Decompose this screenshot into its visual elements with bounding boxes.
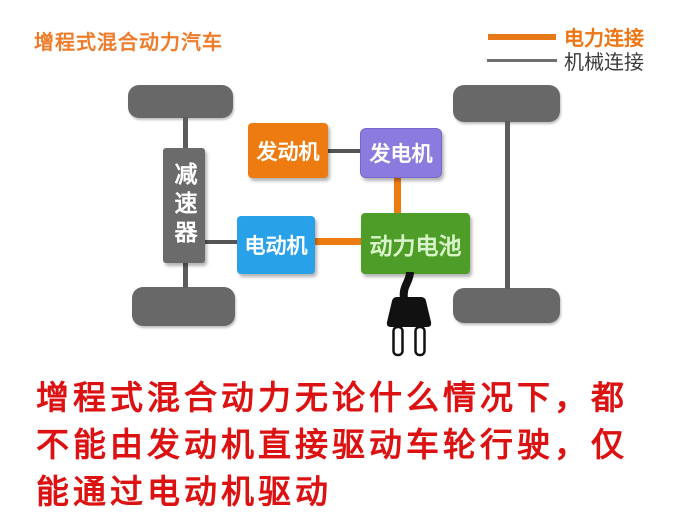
wheel-front-left — [128, 85, 233, 118]
motor-box: 电动机 — [237, 216, 315, 274]
axle-left-upper — [183, 117, 188, 149]
legend-mechanical: 机械连接 — [487, 46, 644, 75]
page-title: 增程式混合动力汽车 — [34, 32, 223, 54]
caption-line-3: 能通过电动机驱动 — [36, 475, 332, 511]
reducer-box: 减速器 — [163, 148, 205, 263]
caption-line-2: 不能由发动机直接驱动车轮行驶，仅 — [36, 428, 628, 464]
battery-box: 动力电池 — [361, 213, 470, 274]
generator-box: 发电机 — [360, 128, 442, 178]
axle-left-lower — [183, 262, 188, 288]
wheel-rear-left — [132, 287, 235, 326]
plug-prong-right — [414, 325, 426, 357]
plug-body — [386, 297, 432, 327]
mechanical-link-engine-generator — [328, 149, 360, 153]
electric-link-motor-battery — [315, 238, 361, 245]
legend-mechanical-label: 机械连接 — [564, 52, 644, 74]
charging-plug-icon — [386, 272, 432, 357]
wheel-rear-right — [453, 288, 560, 323]
plug-prong-left — [392, 325, 404, 357]
electric-line-swatch — [488, 33, 556, 40]
caption-line-1: 增程式混合动力无论什么情况下，都 — [36, 381, 628, 417]
wheel-front-right — [453, 85, 560, 122]
plug-cord — [399, 272, 414, 300]
axle-right — [505, 121, 510, 289]
mechanical-link-reducer-motor — [205, 240, 237, 244]
caption-text: 增程式混合动力无论什么情况下，都 不能由发动机直接驱动车轮行驶，仅 能通过电动机… — [36, 376, 666, 517]
legend-electric-label: 电力连接 — [564, 28, 644, 50]
electric-link-generator-battery — [394, 178, 401, 213]
legend-electric: 电力连接 — [488, 22, 644, 51]
engine-box: 发动机 — [248, 123, 328, 178]
mechanical-line-swatch — [487, 59, 557, 62]
